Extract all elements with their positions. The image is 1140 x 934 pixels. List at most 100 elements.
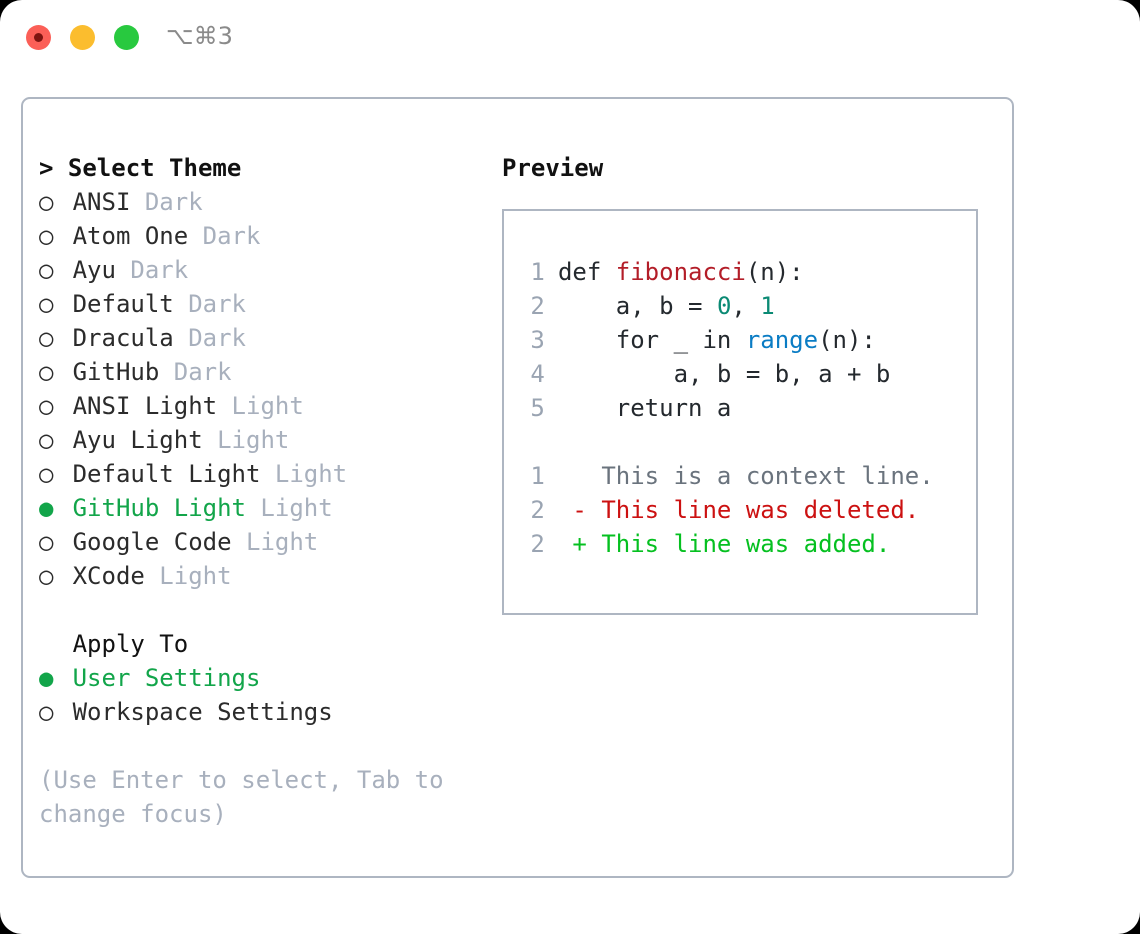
theme-option-ayu[interactable]: ○ Ayu Dark: [39, 253, 479, 287]
line-number: 2: [530, 292, 545, 320]
code-token-plain: return a: [615, 394, 732, 422]
code-line: 2 a, b = 0, 1: [516, 289, 976, 323]
theme-option-github[interactable]: ○ GitHub Dark: [39, 355, 479, 389]
code-token-call: range: [745, 326, 819, 354]
radio-unselected-icon: ○: [39, 290, 54, 318]
theme-picker-panel: > Select Theme ○ANSI Dark○Atom One Dark○…: [39, 151, 479, 831]
theme-option-default[interactable]: ○ Default Dark: [39, 287, 479, 321]
theme-option-label: Default: [72, 290, 174, 318]
code-token-plain: a, b =: [615, 292, 717, 320]
code-line: 1 def fibonacci(n):: [516, 255, 976, 289]
code-token-plain: (n):: [745, 258, 804, 286]
radio-unselected-icon: ○: [39, 222, 54, 250]
theme-option-atom-one[interactable]: ○ Atom One Dark: [39, 219, 479, 253]
theme-variant-tag: Dark: [173, 290, 246, 318]
minimize-button[interactable]: [70, 25, 95, 50]
apply-to-heading-indent: [39, 627, 73, 661]
apply-to-option-user-settings[interactable]: ● User Settings: [39, 661, 479, 695]
theme-variant-tag: Light: [231, 528, 319, 556]
section-spacer: [39, 593, 479, 627]
diff-line-del: 2 - This line was deleted.: [516, 493, 976, 527]
preview-heading: Preview: [502, 154, 604, 182]
diff-line-text: + This line was added.: [557, 530, 891, 558]
theme-variant-tag: Light: [144, 562, 232, 590]
apply-to-option-label: Workspace Settings: [72, 698, 333, 726]
radio-unselected-icon: ○: [39, 392, 54, 420]
radio-unselected-icon: ○: [39, 256, 54, 284]
theme-option-label: ANSI Light: [72, 392, 218, 420]
keyboard-hint: (Use Enter to select, Tab to change focu…: [39, 766, 459, 828]
theme-option-dracula[interactable]: ○Dracula Dark: [39, 321, 479, 355]
radio-selected-icon: ●: [39, 494, 54, 522]
theme-option-github-light[interactable]: ● GitHub Light Light: [39, 491, 479, 525]
theme-option-label: ANSI: [72, 188, 131, 216]
theme-option-ansi[interactable]: ○ ANSI Dark: [39, 185, 479, 219]
code-line: 5 return a: [516, 391, 976, 425]
radio-unselected-icon: ○: [39, 358, 54, 386]
theme-option-label: Google Code: [72, 528, 232, 556]
theme-option-label: Ayu Light: [72, 426, 203, 454]
theme-option-label: GitHub: [72, 358, 160, 386]
diff-line-add: 2 + This line was added.: [516, 527, 976, 561]
radio-unselected-icon: ○: [39, 188, 54, 216]
theme-variant-tag: Light: [245, 494, 333, 522]
line-number: 2: [530, 496, 545, 524]
line-number: 1: [530, 258, 545, 286]
theme-option-ayu-light[interactable]: ○ Ayu Light Light: [39, 423, 479, 457]
window-controls: [26, 25, 139, 50]
theme-variant-tag: Dark: [115, 256, 189, 284]
diff-line-text: - This line was deleted.: [557, 496, 920, 524]
theme-variant-tag: Dark: [188, 222, 261, 250]
theme-list: ○ ANSI Dark ○ Atom One Dark ○ Ayu Dark ○ Defaul…: [39, 185, 479, 593]
apply-to-list: ● User Settings ○ Workspace Settings: [39, 661, 479, 729]
maximize-button[interactable]: [114, 25, 139, 50]
diff-line-ctx: 1 This is a context line.: [516, 459, 976, 493]
theme-option-label: Dracula: [72, 324, 174, 352]
radio-unselected-icon: ○: [39, 426, 54, 454]
select-theme-heading: > Select Theme: [39, 154, 242, 182]
theme-variant-tag: Dark: [130, 188, 203, 216]
theme-option-label: XCode: [72, 562, 145, 590]
line-number: 2: [530, 530, 545, 558]
theme-option-default-light[interactable]: ○ Default Light Light: [39, 457, 479, 491]
radio-unselected-icon: ○: [39, 698, 54, 726]
code-token-plain: def: [557, 258, 616, 286]
line-number: 4: [530, 360, 545, 388]
apply-to-heading: Apply To: [39, 627, 479, 661]
code-token-plain: for _ in: [615, 326, 746, 354]
theme-option-google-code[interactable]: ○Google Code Light: [39, 525, 479, 559]
code-line: 4 a, b = b, a + b: [516, 357, 976, 391]
line-number: 5: [530, 394, 545, 422]
code-token-plain: a, b = b, a + b: [673, 360, 891, 388]
code-token-num: 0: [716, 292, 732, 320]
line-number: 1: [530, 462, 545, 490]
theme-option-label: Atom One: [72, 222, 189, 250]
radio-unselected-icon: ○: [39, 562, 54, 590]
code-diff-spacer: [516, 425, 976, 459]
theme-variant-tag: Dark: [159, 358, 232, 386]
apply-to-option-workspace-settings[interactable]: ○ Workspace Settings: [39, 695, 479, 729]
theme-option-label: GitHub Light: [72, 494, 246, 522]
theme-option-label: Ayu: [72, 256, 116, 284]
theme-option-xcode[interactable]: ○ XCode Light: [39, 559, 479, 593]
theme-option-label: Default Light: [72, 460, 261, 488]
theme-variant-tag: Light: [260, 460, 348, 488]
content-pane: > Select Theme ○ANSI Dark○Atom One Dark○…: [21, 97, 1014, 878]
theme-variant-tag: Light: [202, 426, 290, 454]
diff-line-text: This is a context line.: [557, 462, 934, 490]
radio-unselected-icon: ○: [39, 460, 54, 488]
keyboard-shortcut-label: ⌥⌘3: [166, 22, 233, 50]
apply-to-option-label: User Settings: [72, 664, 261, 692]
apply-to-heading-label: Apply To: [72, 630, 189, 658]
code-token-num: 1: [760, 292, 775, 320]
close-button[interactable]: [26, 25, 51, 50]
code-token-fn: fibonacci: [615, 258, 746, 286]
title-bar: ⌥⌘3: [0, 0, 1140, 76]
theme-option-ansi-light[interactable]: ○ANSI Light Light: [39, 389, 479, 423]
theme-variant-tag: Dark: [173, 324, 246, 352]
diff-block: 1 This is a context line.2 - This line w…: [516, 459, 976, 561]
radio-selected-icon: ●: [39, 664, 54, 692]
